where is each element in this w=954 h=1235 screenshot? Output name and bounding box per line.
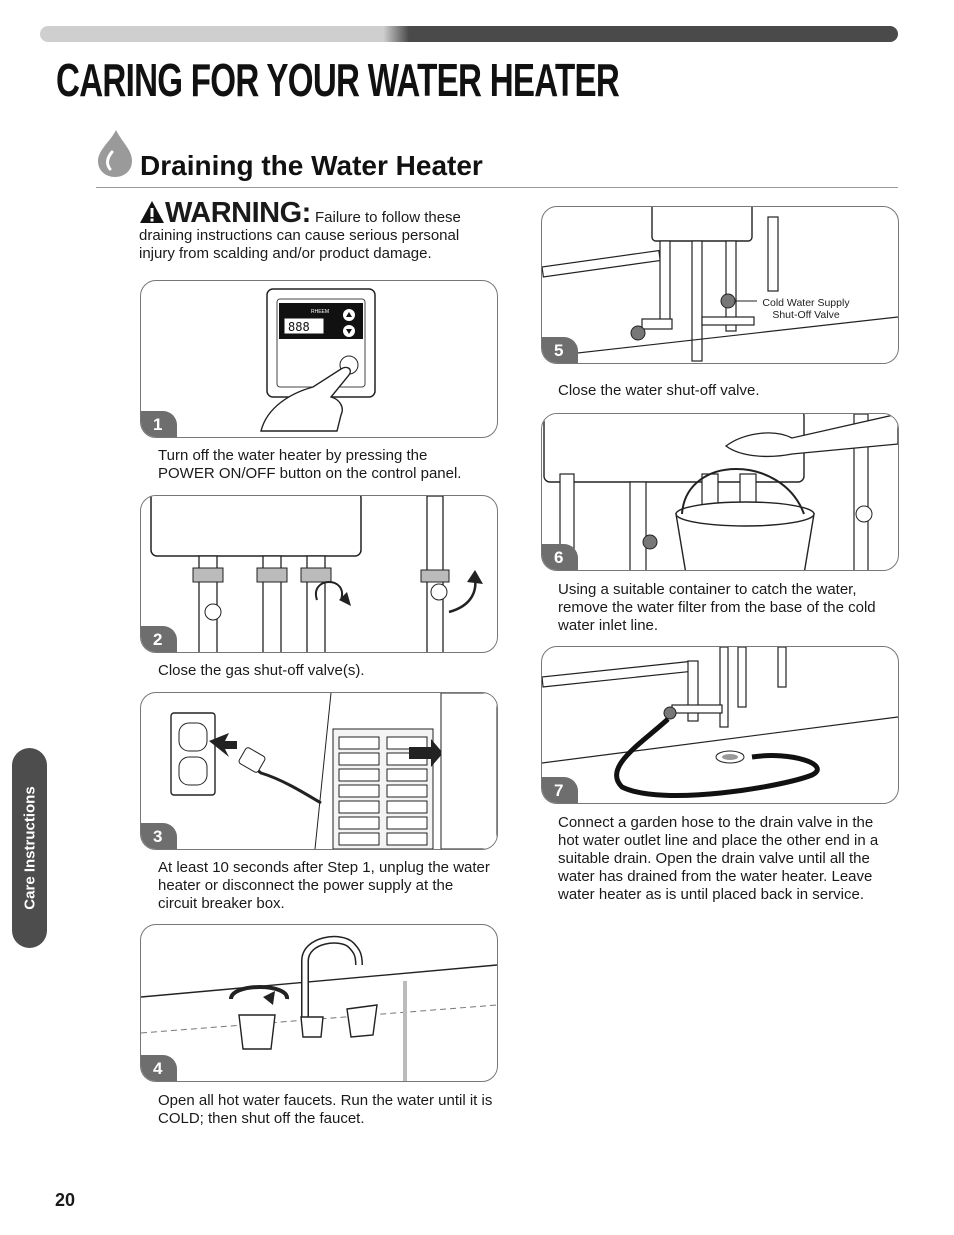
- section-title: Draining the Water Heater: [140, 150, 483, 181]
- warning-block: WARNING: Failure to follow these drainin…: [139, 197, 499, 263]
- step-1-illustration: 888 RHEEM 1: [140, 280, 498, 438]
- warning-text: Failure to follow these draining instruc…: [139, 209, 461, 262]
- page-title: CARING FOR YOUR WATER HEATER: [56, 54, 620, 106]
- control-display: 888: [288, 320, 310, 334]
- section-divider: [96, 187, 898, 188]
- step-badge: 4: [141, 1055, 177, 1081]
- step-5-illustration: Cold Water Supply Shut-Off Valve 5: [541, 206, 899, 364]
- step-7-caption: Connect a garden hose to the drain valve…: [558, 814, 879, 903]
- step-badge: 2: [141, 626, 177, 652]
- step-badge: 1: [141, 411, 177, 437]
- step-2-illustration: 2: [140, 495, 498, 653]
- control-brand: RHEEM: [311, 309, 329, 315]
- side-tab-label: Care Instructions: [21, 786, 38, 910]
- warning-label: WARNING:: [165, 197, 311, 229]
- page-number: 20: [55, 1190, 76, 1210]
- header-bar: [40, 26, 898, 42]
- step-4-caption: Open all hot water faucets. Run the wate…: [158, 1092, 493, 1127]
- cold-water-valve-callout: Cold Water Supply Shut-Off Valve: [762, 297, 850, 321]
- step-1-caption: Turn off the water heater by pressing th…: [158, 447, 462, 482]
- water-drop-icon: [98, 130, 132, 177]
- step-3-caption: At least 10 seconds after Step 1, unplug…: [158, 859, 490, 912]
- step-5-caption: Close the water shut-off valve.: [558, 382, 760, 399]
- warning-icon: [140, 201, 164, 223]
- step-badge: 5: [542, 337, 578, 363]
- step-7-illustration: 7: [541, 646, 899, 804]
- step-badge: 6: [542, 544, 578, 570]
- step-6-caption: Using a suitable container to catch the …: [558, 581, 876, 634]
- step-6-illustration: 6: [541, 413, 899, 571]
- step-2-caption: Close the gas shut-off valve(s).: [158, 662, 365, 679]
- step-badge: 3: [141, 823, 177, 849]
- step-3-illustration: 3: [140, 692, 498, 850]
- step-4-illustration: 4: [140, 924, 498, 1082]
- step-badge: 7: [542, 777, 578, 803]
- side-tab: Care Instructions: [12, 748, 47, 948]
